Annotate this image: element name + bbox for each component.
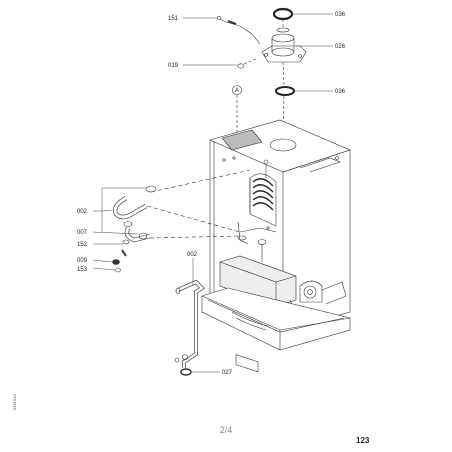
internal-pipes <box>237 221 277 262</box>
page-number: 123 <box>356 436 370 445</box>
callout-151: 151 <box>168 16 179 22</box>
detail-a-marker <box>232 85 242 132</box>
callout-026: 026 <box>335 44 346 50</box>
callout-153: 153 <box>77 267 88 273</box>
flue-adapter <box>261 19 307 63</box>
callout-152: 152 <box>77 242 88 248</box>
leader-lines <box>92 13 333 373</box>
callout-002-left: 002 <box>77 209 88 215</box>
page-indicator: 2/4 <box>219 425 233 435</box>
callout-007: 007 <box>77 230 88 236</box>
callout-009: 009 <box>77 258 88 264</box>
bottom-tray <box>201 287 351 351</box>
gas-pipe <box>174 279 206 376</box>
sensor-cable <box>217 16 261 45</box>
plug <box>237 57 259 69</box>
seal-ring-top <box>272 7 294 21</box>
document-code: 5561910 <box>12 394 17 410</box>
heat-exchanger <box>249 173 277 227</box>
hose-assembly <box>112 169 251 273</box>
callout-036-top: 036 <box>335 12 346 18</box>
callout-027: 027 <box>222 370 233 376</box>
callout-a: A <box>235 88 239 94</box>
callout-036-mid: 036 <box>335 89 346 95</box>
callout-019: 019 <box>168 63 179 69</box>
callout-002-pipe: 002 <box>187 252 198 258</box>
callout-labels: 151 036 026 019 036 A 002 007 152 009 15… <box>77 12 346 376</box>
